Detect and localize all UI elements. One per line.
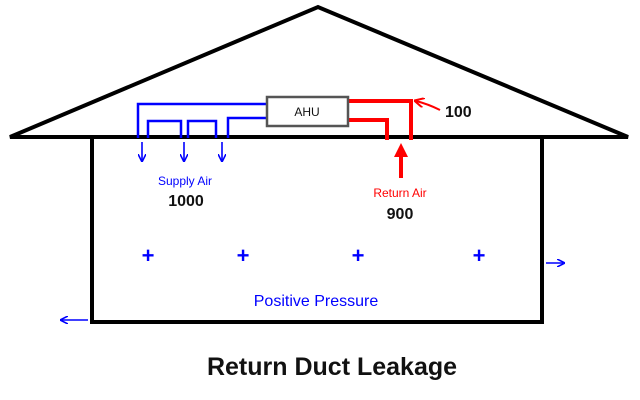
leak-arrow: [416, 101, 441, 111]
leak-value: 100: [445, 104, 472, 121]
plus-sign: +: [142, 243, 155, 268]
positive-pressure-signs: + + + +: [142, 243, 486, 268]
supply-register-arrows: [142, 142, 222, 160]
return-duct: [348, 99, 413, 140]
supply-air-value: 1000: [168, 193, 204, 210]
supply-duct: [136, 102, 267, 138]
house-walls: [90, 137, 544, 324]
diagram-title: Return Duct Leakage: [207, 353, 457, 381]
ahu-box: [265, 95, 350, 128]
roof-outline: [9, 4, 629, 139]
return-air-label: Return Air: [373, 186, 426, 200]
plus-sign: +: [473, 243, 486, 268]
plus-sign: +: [237, 243, 250, 268]
supply-air-label: Supply Air: [158, 174, 212, 188]
ahu-label: AHU: [294, 105, 319, 119]
plus-sign: +: [352, 243, 365, 268]
positive-pressure-label: Positive Pressure: [254, 293, 379, 310]
return-air-value: 900: [387, 206, 414, 223]
